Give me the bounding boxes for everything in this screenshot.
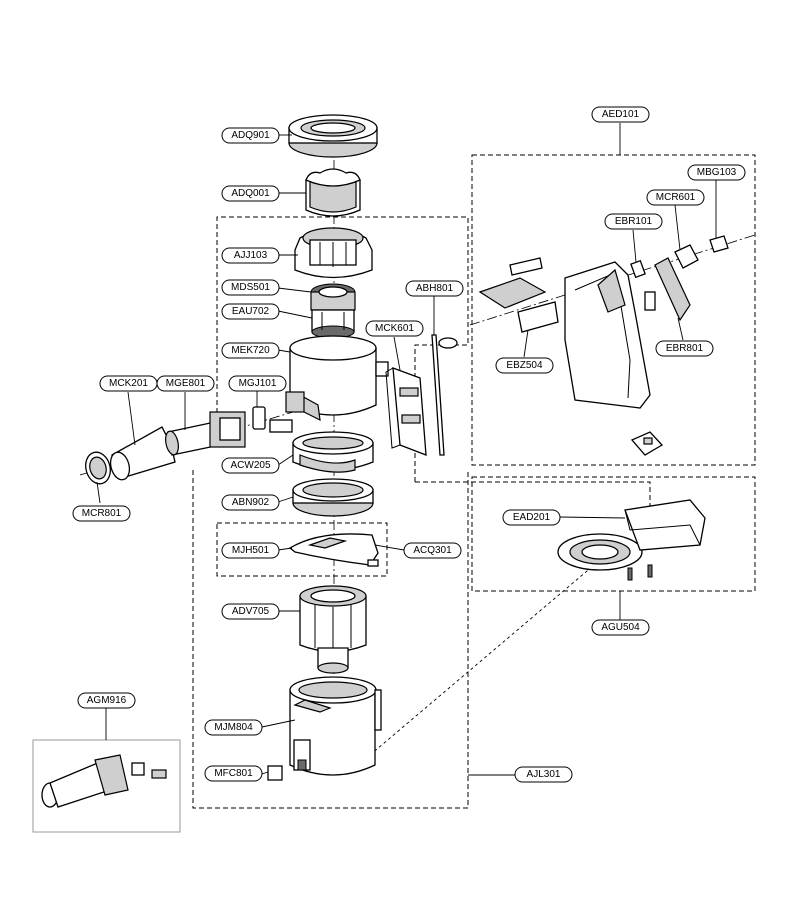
handle-body	[564, 261, 651, 409]
mbg103-screw	[709, 235, 729, 253]
svg-text:MCK601: MCK601	[375, 323, 414, 334]
svg-text:EAU702: EAU702	[232, 306, 270, 317]
label-ABN902: ABN902	[221, 494, 280, 511]
mgj101-gasket	[252, 406, 293, 433]
label-EBZ504: EBZ504	[495, 357, 554, 374]
ebr101-switch	[630, 259, 646, 279]
svg-text:EBR101: EBR101	[615, 216, 653, 227]
label-ADQ001: ADQ001	[221, 185, 280, 202]
agm916-assembly	[41, 754, 167, 808]
svg-text:MJM804: MJM804	[214, 722, 253, 733]
svg-text:ABN902: ABN902	[232, 497, 270, 508]
svg-text:AGM916: AGM916	[87, 695, 127, 706]
svg-text:MBG103: MBG103	[697, 167, 737, 178]
group-boxes	[32, 154, 756, 833]
svg-text:EBZ504: EBZ504	[506, 360, 543, 371]
label-ABH801: ABH801	[405, 280, 464, 297]
label-ACW205: ACW205	[221, 457, 280, 474]
agm916-group-box	[32, 739, 181, 833]
adq001-filter	[305, 168, 361, 217]
acq301-group-box	[216, 522, 388, 577]
label-MDS501: MDS501	[221, 279, 280, 296]
svg-text:ADQ001: ADQ001	[231, 188, 270, 199]
label-MCK201: MCK201	[99, 375, 158, 392]
motor-group-box	[216, 216, 469, 482]
svg-text:MFC801: MFC801	[214, 768, 253, 779]
label-MJH501: MJH501	[221, 542, 280, 559]
mck201-nozzle	[109, 426, 176, 481]
svg-text:MGJ101: MGJ101	[239, 378, 277, 389]
label-MCR601: MCR601	[646, 189, 705, 206]
label-MFC801: MFC801	[204, 765, 263, 782]
label-MGJ101: MGJ101	[228, 375, 287, 392]
label-ADV705: ADV705	[221, 603, 280, 620]
label-AGU504: AGU504	[591, 619, 650, 636]
label-EBR801: EBR801	[655, 340, 714, 357]
label-AJL301: AJL301	[514, 766, 573, 783]
svg-text:AJJ103: AJJ103	[234, 250, 268, 261]
svg-text:EAD201: EAD201	[513, 512, 551, 523]
abn902-seal	[292, 478, 374, 517]
base-link-line	[369, 559, 601, 756]
label-ADQ901: ADQ901	[221, 127, 280, 144]
adv705-cyclone	[299, 585, 367, 674]
mds501-motor	[310, 283, 356, 311]
svg-text:AED101: AED101	[602, 109, 640, 120]
svg-text:MGE801: MGE801	[166, 378, 206, 389]
mjm804-dust-bin	[289, 676, 382, 776]
svg-text:ACQ301: ACQ301	[413, 545, 452, 556]
label-MEK720: MEK720	[221, 342, 280, 359]
svg-text:MCR601: MCR601	[656, 192, 696, 203]
ajl301-group-box	[192, 470, 469, 809]
ebz504-pcb	[478, 257, 559, 333]
abh801-rod	[431, 334, 458, 456]
mcr801-ring	[85, 451, 111, 485]
mck601-bracket	[385, 367, 427, 456]
eau702-motor-body	[311, 309, 355, 339]
label-MJM804: MJM804	[204, 719, 263, 736]
label-MBG103: MBG103	[687, 164, 746, 181]
label-ACQ301: ACQ301	[403, 542, 462, 559]
ebr801-switch	[644, 291, 656, 311]
svg-text:MJH501: MJH501	[232, 545, 270, 556]
mfc801-latch	[267, 759, 307, 781]
mek720-housing	[285, 335, 389, 422]
label-AGM916: AGM916	[77, 692, 136, 709]
svg-text:MDS501: MDS501	[231, 282, 270, 293]
svg-text:EBR801: EBR801	[666, 343, 704, 354]
svg-text:MCK201: MCK201	[109, 378, 148, 389]
label-MCK601: MCK601	[365, 320, 424, 337]
label-EAU702: EAU702	[221, 303, 280, 320]
svg-text:AGU504: AGU504	[601, 622, 640, 633]
svg-text:ABH801: ABH801	[416, 283, 454, 294]
adq901-filter-cap	[288, 114, 378, 158]
ajj103-motor-cover	[294, 227, 373, 279]
svg-text:ADV705: ADV705	[232, 606, 270, 617]
svg-text:AJL301: AJL301	[527, 769, 561, 780]
label-MGE801: MGE801	[156, 375, 215, 392]
mcr601-trigger	[654, 244, 699, 322]
agu504-group-box	[471, 476, 756, 592]
mge801-tube	[165, 411, 246, 456]
label-EAD201: EAD201	[502, 509, 561, 526]
ead201-base	[557, 499, 706, 581]
leader-lines	[96, 123, 717, 776]
label-MCR801: MCR801	[72, 505, 131, 522]
label-AED101: AED101	[591, 106, 650, 123]
acw205-ring	[292, 431, 374, 473]
mjh501-plate	[288, 533, 379, 567]
handle-connector	[630, 431, 664, 456]
svg-text:MEK720: MEK720	[231, 345, 270, 356]
svg-text:MCR801: MCR801	[82, 508, 122, 519]
svg-text:ACW205: ACW205	[230, 460, 270, 471]
svg-text:ADQ901: ADQ901	[231, 130, 270, 141]
label-AJJ103: AJJ103	[221, 247, 280, 264]
label-EBR101: EBR101	[604, 213, 663, 230]
